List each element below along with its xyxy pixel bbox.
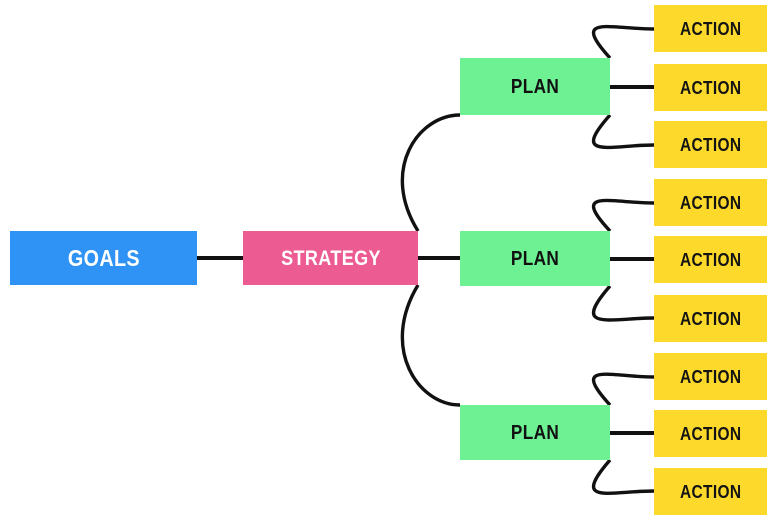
node-plan-3[interactable]: PLAN: [460, 405, 610, 460]
node-action-1-label: ACTION: [679, 18, 742, 39]
node-plan-1-label: PLAN: [510, 75, 560, 98]
node-action-4-label: ACTION: [679, 192, 742, 213]
connector-plan-1-to-action-1: [591, 24, 655, 60]
node-action-7[interactable]: ACTION: [654, 353, 767, 400]
node-plan-2[interactable]: PLAN: [460, 231, 610, 286]
node-action-9[interactable]: ACTION: [654, 468, 767, 515]
node-action-4[interactable]: ACTION: [654, 179, 767, 226]
node-action-3[interactable]: ACTION: [654, 121, 767, 168]
node-action-8-label: ACTION: [679, 423, 742, 444]
connector-plan-3-to-action-7: [591, 372, 655, 407]
node-action-1[interactable]: ACTION: [654, 5, 767, 52]
connector-plan-3-to-action-9: [591, 458, 655, 496]
node-action-9-label: ACTION: [679, 481, 742, 502]
connector-plan-2-to-action-6: [591, 284, 655, 322]
node-action-2-label: ACTION: [679, 77, 742, 98]
connector-plan-1-to-action-3: [591, 113, 655, 150]
node-goals-label: GOALS: [67, 244, 140, 271]
node-action-7-label: ACTION: [679, 366, 742, 387]
node-goals[interactable]: GOALS: [10, 231, 197, 285]
connector-plan-2-to-action-4: [591, 198, 655, 233]
connector-strategy-to-plan-1: [400, 113, 461, 232]
node-action-6-label: ACTION: [679, 308, 742, 329]
node-action-5[interactable]: ACTION: [654, 236, 767, 283]
node-action-2[interactable]: ACTION: [654, 64, 767, 111]
node-strategy-label: STRATEGY: [280, 246, 381, 270]
node-action-6[interactable]: ACTION: [654, 295, 767, 342]
node-action-3-label: ACTION: [679, 134, 742, 155]
connector-strategy-to-plan-3: [400, 284, 461, 407]
node-plan-1[interactable]: PLAN: [460, 58, 610, 115]
node-action-5-label: ACTION: [679, 249, 742, 270]
node-action-8[interactable]: ACTION: [654, 410, 767, 457]
node-plan-3-label: PLAN: [510, 421, 560, 444]
node-strategy[interactable]: STRATEGY: [243, 231, 418, 285]
node-plan-2-label: PLAN: [510, 247, 560, 270]
